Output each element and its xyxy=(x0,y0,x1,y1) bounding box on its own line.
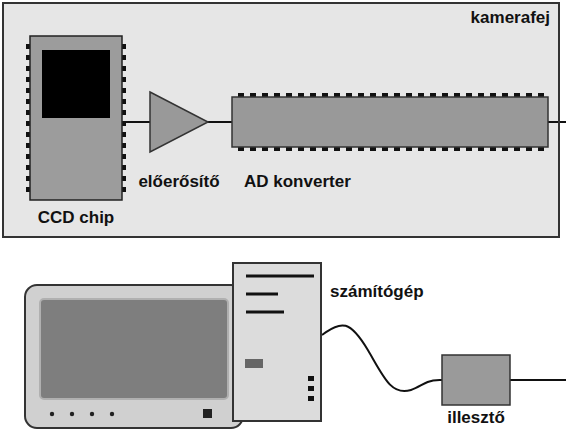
ad-converter-box: AD konverter xyxy=(232,97,548,147)
shape-outline xyxy=(234,264,324,424)
chip-body xyxy=(30,36,122,200)
node-label: előerősítő xyxy=(138,172,219,192)
cable xyxy=(322,325,442,391)
input-wire xyxy=(510,379,566,381)
computer-tower: számítógép xyxy=(232,262,322,422)
amplifier-symbol xyxy=(150,92,208,152)
indicator-led xyxy=(308,386,314,391)
signal-wire xyxy=(122,121,150,123)
preamplifier-triangle: előerősítő xyxy=(150,92,208,152)
camera-head-fill xyxy=(2,2,560,238)
node-label: illesztő xyxy=(447,408,505,428)
shape-outline xyxy=(150,92,208,152)
indicator-led xyxy=(308,376,314,381)
shape-outline xyxy=(30,36,122,200)
indicator-led xyxy=(308,396,314,401)
drive-bay xyxy=(246,293,278,296)
monitor-power xyxy=(203,409,212,418)
drive-bay xyxy=(246,275,314,278)
sensor-area xyxy=(42,50,110,118)
interface-box: illesztő xyxy=(442,355,510,405)
shape-outline xyxy=(442,355,510,405)
monitor-button xyxy=(90,412,94,416)
ccd-chip: CCD chip xyxy=(30,36,122,200)
signal-wire xyxy=(208,121,232,123)
camera-head-panel: kamerafejCCD chip előerősítő AD konverter xyxy=(2,2,560,238)
output-wire xyxy=(548,121,566,123)
node-label: CCD chip xyxy=(38,208,115,228)
monitor-body xyxy=(25,285,243,428)
power-button xyxy=(245,359,263,368)
monitor-button xyxy=(110,412,114,416)
converter-body xyxy=(232,97,548,147)
monitor-button xyxy=(70,412,74,416)
monitor-screen xyxy=(40,299,228,399)
drive-bay xyxy=(246,311,284,314)
node-label: számítógép xyxy=(330,282,424,302)
shape-outline xyxy=(232,97,548,147)
monitor-button xyxy=(50,412,54,416)
node-label: kamerafej xyxy=(471,8,550,28)
interface-body xyxy=(442,355,510,405)
node-label: AD konverter xyxy=(244,172,351,192)
